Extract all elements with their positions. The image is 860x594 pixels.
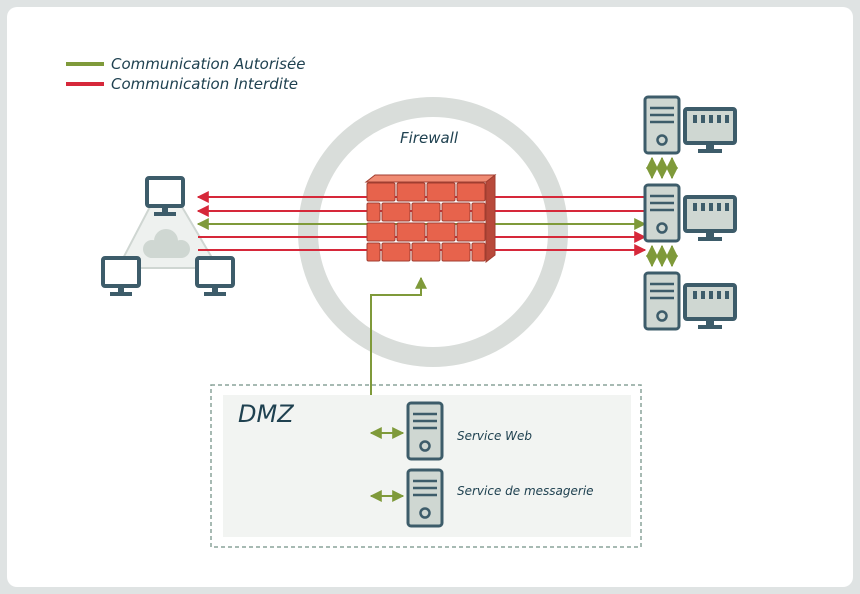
firewall-label: Firewall (400, 129, 459, 147)
dmz-zone (210, 384, 642, 548)
dmz-service-mail: Service de messagerie (369, 468, 594, 528)
lan-group (643, 95, 737, 331)
service-mail-label: Service de messagerie (457, 484, 594, 498)
network-triangle (116, 175, 220, 269)
lan-links (646, 156, 678, 268)
dmz-title: DMZ (238, 400, 294, 428)
firewall-icon (364, 173, 497, 264)
dmz-service-web: Service Web (369, 401, 532, 461)
legend-forbidden-label: Communication Interdite (111, 75, 298, 93)
lan-server-icon (643, 271, 681, 331)
service-web-label: Service Web (457, 429, 532, 443)
legend-allowed-label: Communication Autorisée (111, 55, 305, 73)
firewall-ring (298, 97, 568, 367)
cloud-icon (143, 229, 190, 258)
server-icon (406, 401, 444, 461)
legend: Communication Autorisée Communication In… (66, 55, 305, 93)
lan-server-icon (643, 183, 681, 243)
server-icon (406, 468, 444, 528)
internet-group (101, 175, 235, 298)
lan-server-icon (643, 95, 681, 155)
